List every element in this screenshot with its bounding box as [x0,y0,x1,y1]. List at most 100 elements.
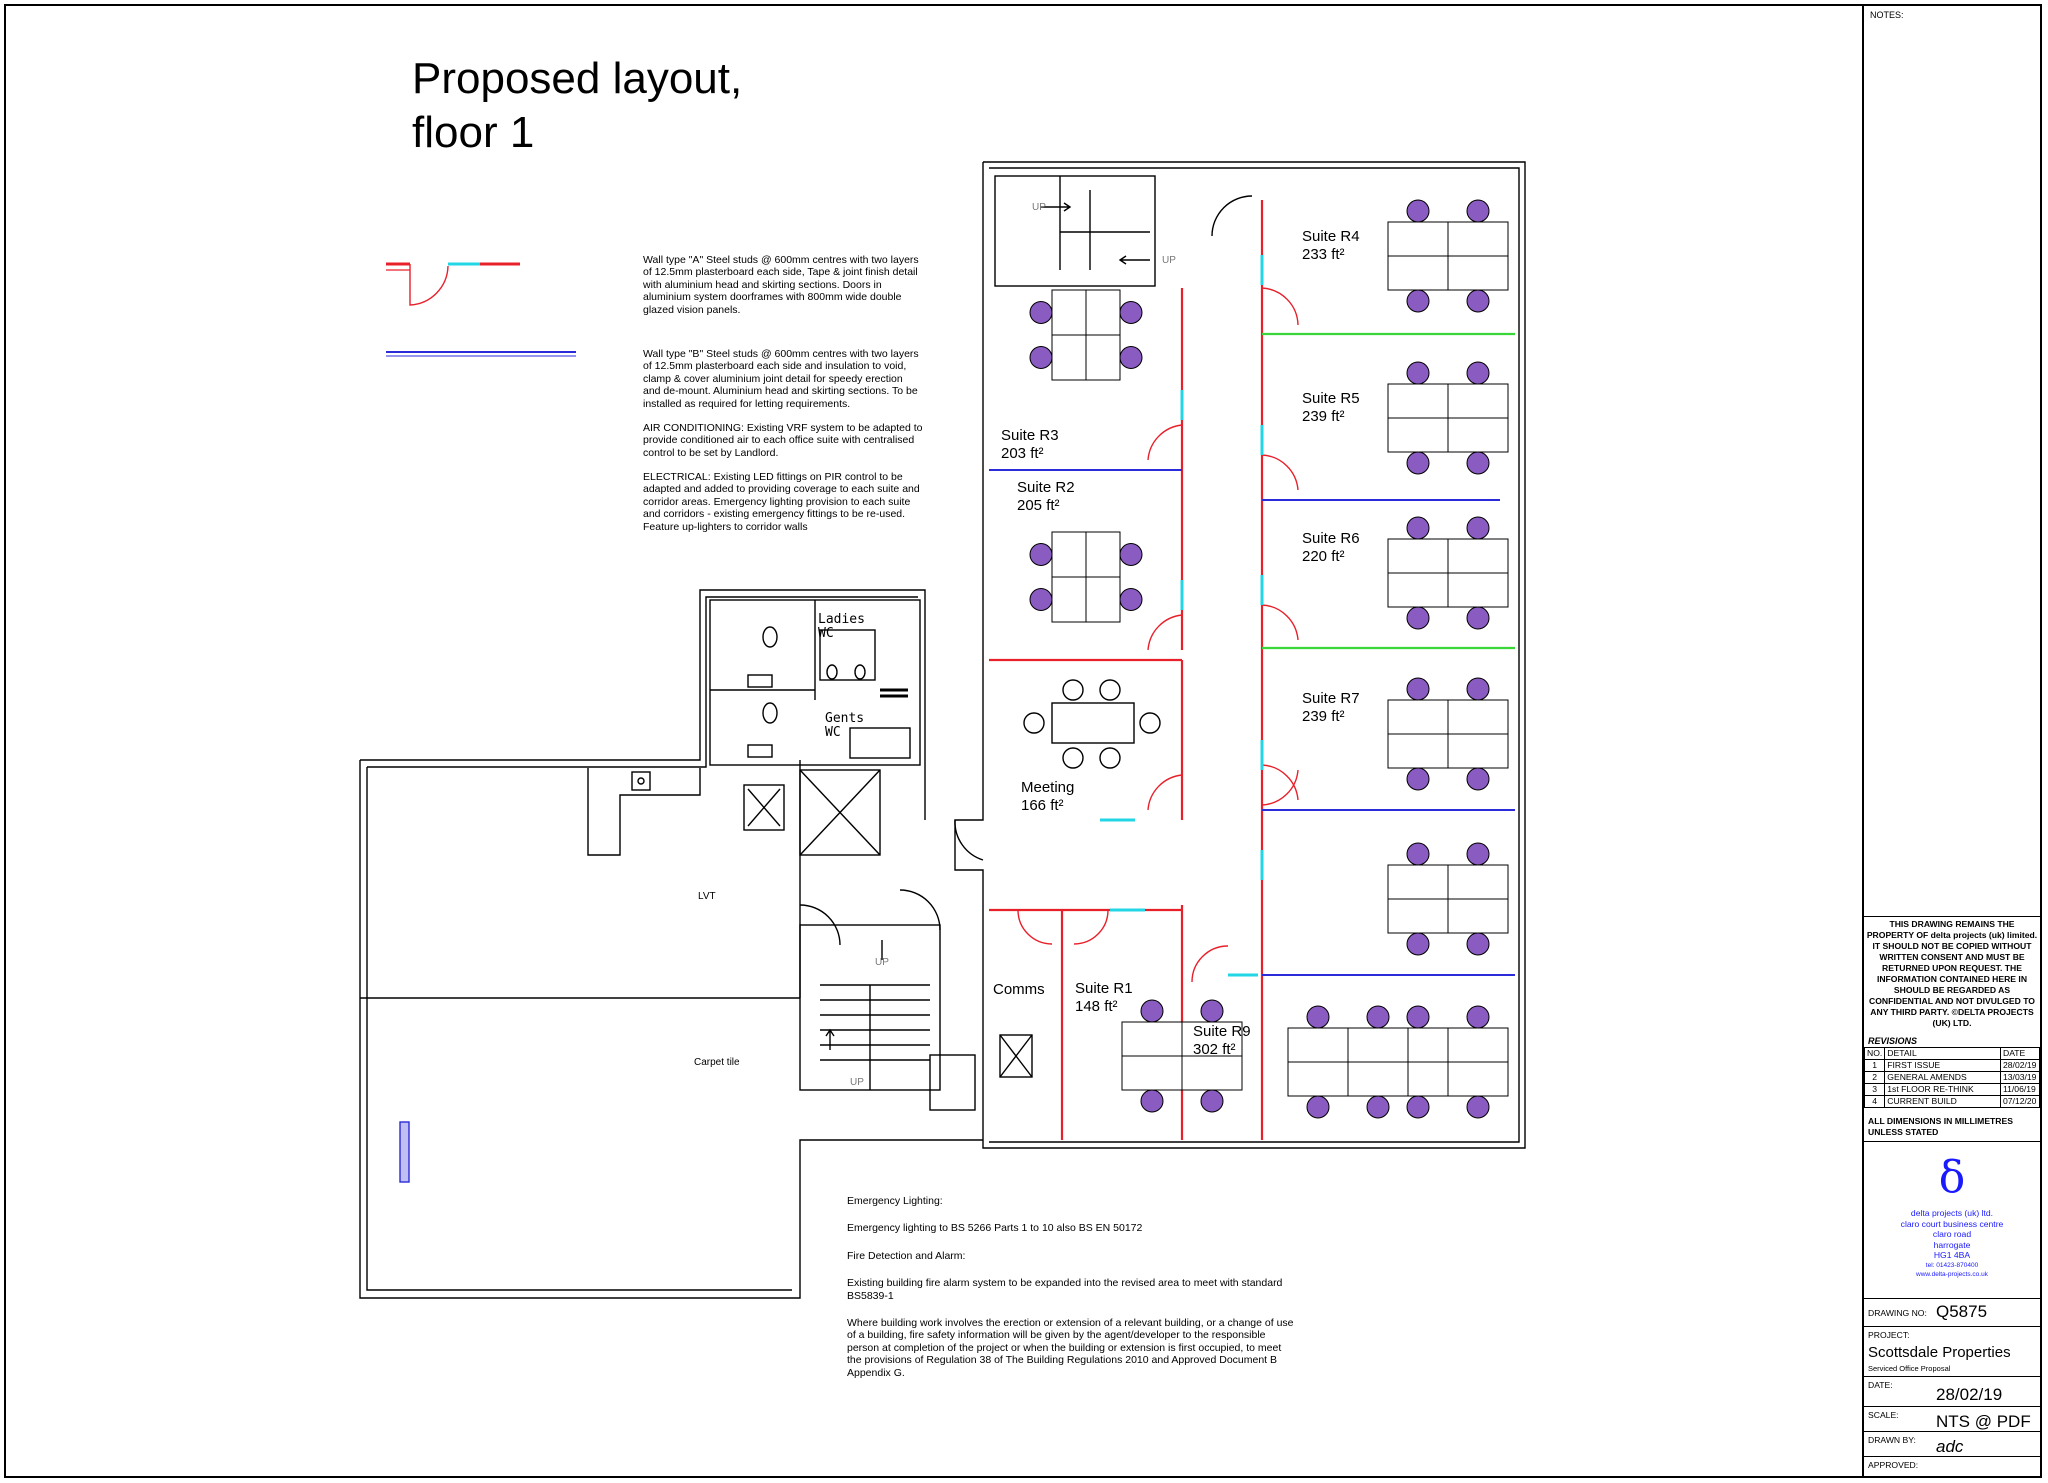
scale-value: NTS @ PDF [1936,1412,2031,1431]
room-labels: Suite R4 233 ft² Suite R5 239 ft² Suite … [694,202,1360,1088]
rev-date: 28/02/19 [2000,1059,2040,1072]
copyright-warning: THIS DRAWING REMAINS THE PROPERTY OF del… [1864,916,2040,1031]
office-chair [1466,451,1490,475]
approved-label: APPROVED: [1868,1460,1919,1470]
desk-cluster [1029,531,1143,623]
office-chair [1200,999,1224,1023]
room-area-r7: 239 ft² [1302,708,1345,725]
wall-a-note: Wall type "A" Steel studs @ 600mm centre… [643,254,919,316]
ladies-wc-line2: WC [818,626,834,641]
company-address-line: harrogate [1933,1239,1971,1250]
rev-no: 2 [1863,1071,1886,1084]
drawing-no-label: DRAWING NO: [1868,1308,1927,1318]
floor-plan: Suite R4 233 ft² Suite R5 239 ft² Suite … [359,161,1526,1299]
office-chair [1466,1005,1490,1029]
project-name: Scottsdale Properties [1868,1344,2011,1361]
dimensions-note: ALL DIMENSIONS IN MILLIMETRES UNLESS STA… [1868,1116,2013,1137]
desk-cluster [1029,289,1143,381]
room-area-r6: 220 ft² [1302,548,1345,565]
gents-wc-line2: WC [825,725,841,740]
wall-type-b [989,469,1515,976]
revision-header-row: NO. DETAIL DATE [1863,1047,2040,1060]
delta-logo-icon: δ [1938,1152,1966,1203]
approved-row: APPROVED: [1864,1456,2040,1474]
room-name-r6: Suite R6 [1302,530,1360,547]
drawing-frame [4,4,2042,1478]
office-chair [1466,1095,1490,1119]
company-postcode: HG1 4BA [1933,1250,1971,1261]
room-name-meeting: Meeting [1021,779,1074,796]
table-row: 1 FIRST ISSUE 28/02/19 [1863,1059,2040,1072]
table-row: 3 1st FLOOR RE-THINK 11/06/19 [1863,1083,2040,1096]
office-chair [1466,677,1490,701]
rev-date: 11/06/19 [2000,1083,2040,1096]
desk-cluster [1121,999,1243,1113]
office-chair [1466,842,1490,866]
office-chair [1406,842,1430,866]
air-con-note: AIR CONDITIONING: Existing VRF system to… [643,422,923,459]
rev-header-no: NO. [1863,1047,1886,1060]
desk-cluster [1287,1005,1409,1119]
ladies-wc-line1: Ladies [818,612,865,627]
office-chair [1119,543,1143,566]
rev-detail: FIRST ISSUE [1884,1059,2001,1072]
office-chair [1366,1095,1390,1119]
company-address-line: claro road [1932,1229,1972,1240]
company-name: delta projects (uk) ltd. [1910,1208,1994,1218]
rev-detail: CURRENT BUILD [1884,1095,2001,1108]
room-area-meeting: 166 ft² [1021,797,1064,814]
office-chair [1119,588,1143,611]
company-logo-block: δ delta projects (uk) ltd. claro court b… [1864,1141,2040,1302]
company-address: delta projects (uk) ltd. claro court bus… [1864,1208,2040,1279]
office-chair [1466,932,1490,956]
office-chair [1140,1089,1164,1113]
stair-up-label-2: UP [1162,255,1176,266]
stair-up-label-3: UP [875,957,889,968]
office-chair [1029,588,1053,611]
room-name-comms: Comms [993,981,1045,998]
wall-screen [399,1121,410,1183]
project-row: PROJECT: Scottsdale Properties Serviced … [1864,1326,2040,1376]
title-block: NOTES: THIS DRAWING REMAINS THE PROPERTY… [1862,6,2040,1476]
room-name-r2: Suite R2 [1017,479,1075,496]
rev-no: 1 [1863,1059,1886,1072]
office-chair [1406,1005,1430,1029]
kitchen [587,768,701,856]
title-line-1: Proposed layout, [412,54,743,103]
company-address-line: claro court business centre [1900,1218,2004,1229]
partitions [1262,332,1515,650]
room-area-r4: 233 ft² [1302,246,1345,263]
office-chair [1406,606,1430,630]
office-chair [1366,1005,1390,1029]
rev-date: 13/03/19 [2000,1071,2040,1084]
desk-cluster [1387,516,1509,630]
drawn-by-label: DRAWN BY: [1868,1435,1916,1445]
office-chair [1466,199,1490,223]
office-chair [1306,1095,1330,1119]
notes-label: NOTES: [1870,10,1904,20]
room-name-r5: Suite R5 [1302,390,1360,407]
drawn-by-row: DRAWN BY: adc [1864,1431,2040,1456]
room-area-r3: 203 ft² [1001,445,1044,462]
lift-shaft [743,769,881,856]
desk-cluster [1387,199,1509,313]
rev-no: 4 [1863,1095,1886,1108]
office-chair [1140,999,1164,1023]
office-chair [1406,767,1430,791]
electrical-note: ELECTRICAL: Existing LED fittings on PIR… [643,471,920,533]
rev-header-detail: DETAIL [1884,1047,2001,1060]
stair-bottom [799,819,984,1111]
table-row: 4 CURRENT BUILD 07/12/20 [1863,1095,2040,1108]
date-value: 28/02/19 [1936,1385,2003,1404]
office-chair [1029,301,1053,324]
carpet-label: Carpet tile [694,1057,740,1068]
wc-block [709,599,921,766]
wall-b-note: Wall type "B" Steel studs @ 600mm centre… [643,348,919,410]
stair-top [994,175,1253,287]
meeting-table [1023,679,1161,769]
date-label: DATE: [1868,1380,1893,1390]
room-area-r5: 239 ft² [1302,408,1345,425]
wall-type-a [989,200,1299,1140]
wall-b-symbol [386,351,576,357]
emergency-heading: Emergency Lighting: [847,1195,943,1207]
